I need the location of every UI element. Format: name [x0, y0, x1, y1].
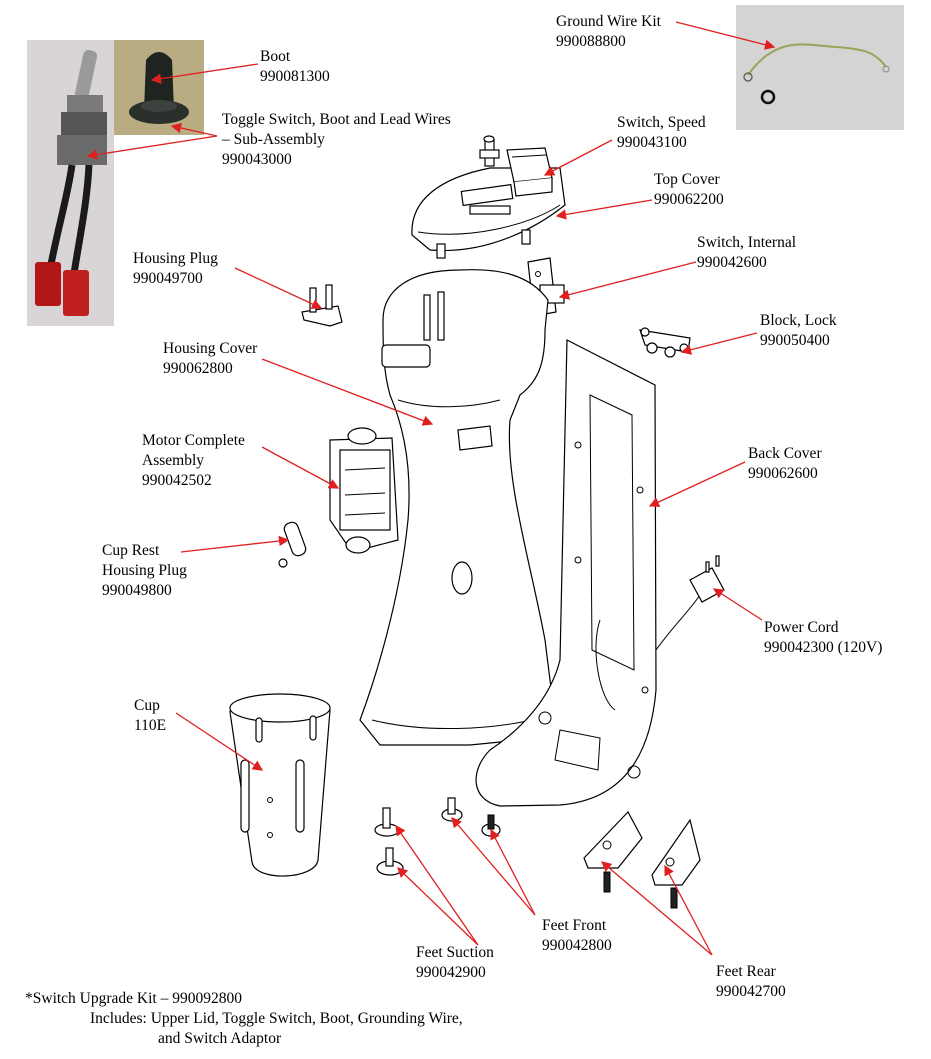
label-feet-front: Feet Front 990042800 — [542, 917, 612, 954]
label-ground-wire-kit: Ground Wire Kit 990088800 — [556, 13, 661, 50]
power-cord-part — [655, 555, 725, 651]
label-housing-cover: Housing Cover 990062800 — [163, 340, 258, 377]
ground-wire-photo — [736, 5, 904, 130]
toggle-switch-photo — [27, 40, 114, 326]
feet-suction-parts — [374, 807, 404, 876]
footnote-includes: Includes: Upper Lid, Toggle Switch, Boot… — [90, 1010, 463, 1027]
lock-block-part — [639, 327, 691, 358]
callout-arrows — [86, 21, 776, 956]
label-feet-suction: Feet Suction 990042900 — [416, 944, 494, 981]
label-cup-rest-plug: Cup Rest Housing Plug 990049800 — [102, 542, 187, 599]
label-top-cover: Top Cover 990062200 — [654, 171, 724, 208]
label-power-cord: Power Cord 990042300 (120V) — [764, 619, 883, 656]
label-motor-assembly: Motor Complete Assembly 990042502 — [142, 432, 245, 489]
speed-switch-part — [506, 147, 553, 197]
cup-part — [229, 693, 331, 877]
housing-cover-part — [359, 269, 556, 746]
label-housing-plug: Housing Plug 990049700 — [133, 250, 218, 287]
label-switch-internal: Switch, Internal 990042600 — [697, 234, 797, 271]
footnote-includes-cont: and Switch Adaptor — [158, 1030, 282, 1047]
housing-plug-part — [301, 284, 343, 327]
label-toggle-switch: Toggle Switch, Boot and Lead Wires – Sub… — [222, 111, 451, 168]
cup-rest-plug-part — [278, 521, 307, 568]
label-back-cover: Back Cover 990062600 — [748, 445, 822, 482]
label-feet-rear: Feet Rear 990042700 — [716, 963, 786, 1000]
motor-part — [329, 427, 399, 554]
feet-rear-parts — [583, 810, 701, 909]
footnote-kit: *Switch Upgrade Kit – 990092800 — [25, 990, 242, 1007]
label-cup: Cup 110E — [134, 697, 167, 734]
back-cover-part — [475, 339, 657, 807]
label-switch-speed: Switch, Speed 990043100 — [617, 114, 706, 151]
label-block-lock: Block, Lock 990050400 — [760, 312, 837, 349]
label-boot: Boot 990081300 — [260, 48, 330, 85]
